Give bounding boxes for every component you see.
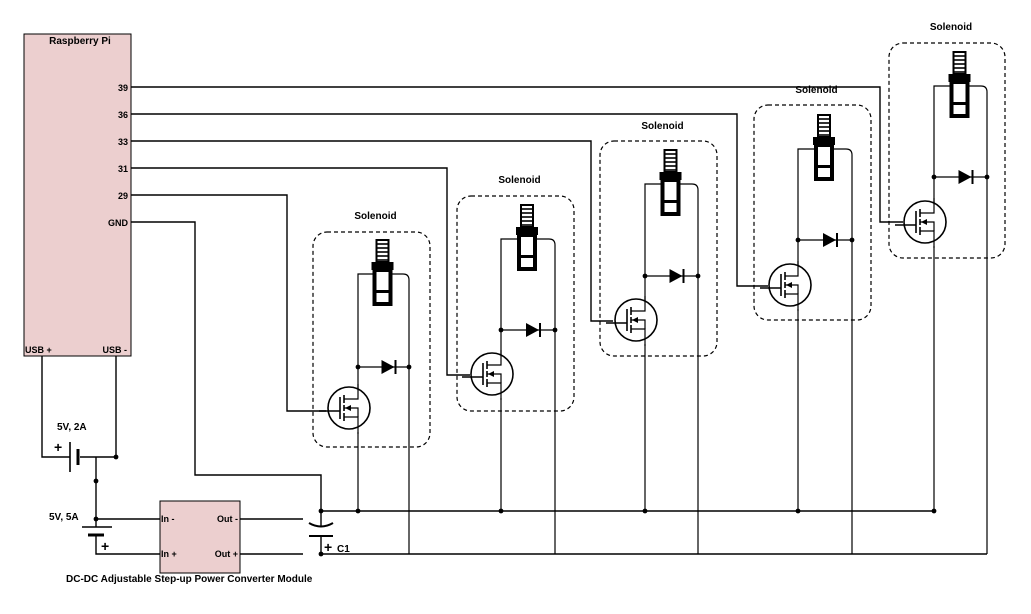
usb-minus-label: USB - xyxy=(103,345,128,355)
capacitor-label: C1 xyxy=(337,544,350,555)
solenoid-icon xyxy=(516,204,538,271)
module-enclosure xyxy=(599,140,718,357)
raspberry-pi-body xyxy=(23,33,132,357)
converter-out-plus: Out + xyxy=(215,549,238,559)
solenoid-module-3: Solenoid xyxy=(599,121,718,554)
solenoid-icon xyxy=(948,51,971,118)
pin-label-39: 39 xyxy=(118,83,128,93)
dc-dc-converter-module: In - In + Out - Out + DC-DC Adjustable S… xyxy=(66,500,313,585)
solenoid-icon xyxy=(371,239,394,306)
solenoid-label: Solenoid xyxy=(498,175,540,186)
battery-icon xyxy=(82,526,112,537)
battery-5v2a-label: 5V, 2A xyxy=(57,422,87,433)
capacitor-icon xyxy=(308,511,334,554)
output-rails xyxy=(240,508,934,557)
converter-out-minus: Out - xyxy=(217,514,238,524)
converter-in-minus: In - xyxy=(161,514,175,524)
usb-plus-label: USB + xyxy=(25,345,52,355)
battery-5v5a-label: 5V, 5A xyxy=(49,512,79,523)
pin-label-33: 33 xyxy=(118,137,128,147)
module-enclosure xyxy=(456,195,575,412)
converter-title: DC-DC Adjustable Step-up Power Converter… xyxy=(66,574,313,585)
battery-icon xyxy=(69,442,80,472)
pin-label-36: 36 xyxy=(118,110,128,120)
mosfet-icon xyxy=(895,198,947,248)
solenoid-module-1: Solenoid xyxy=(312,211,431,554)
battery-5v2a-plus: + xyxy=(54,439,62,455)
mosfet-icon xyxy=(462,350,514,400)
battery-5v5a-plus: + xyxy=(101,538,109,554)
solenoid-label: Solenoid xyxy=(354,211,396,222)
converter-input-circuit: 5V, 5A + xyxy=(49,457,160,555)
converter-in-plus: In + xyxy=(161,549,177,559)
mosfet-icon xyxy=(606,296,658,346)
converter-body xyxy=(159,500,241,574)
diode-icon xyxy=(798,233,852,247)
pin-label-gnd: GND xyxy=(108,218,129,228)
pin-label-31: 31 xyxy=(118,164,128,174)
pin-label-29: 29 xyxy=(118,191,128,201)
gnd-wire xyxy=(131,221,322,511)
module-enclosure xyxy=(753,104,872,321)
usb-power-circuit: 5V, 2A + xyxy=(41,356,119,484)
solenoid-label: Solenoid xyxy=(795,85,837,96)
raspberry-pi-title: Raspberry Pi xyxy=(49,36,111,47)
capacitor-plus: + xyxy=(324,539,332,555)
diode-icon xyxy=(501,323,555,337)
solenoid-label: Solenoid xyxy=(930,22,972,33)
diode-icon xyxy=(934,170,987,184)
signal-wires xyxy=(131,86,903,412)
raspberry-pi-board: Raspberry Pi 39 36 33 31 29 GND USB + US… xyxy=(23,33,132,357)
module-enclosure xyxy=(312,231,431,448)
solenoid-icon xyxy=(659,149,682,216)
solenoid-module-5: Solenoid xyxy=(888,22,1006,554)
mosfet-icon xyxy=(319,384,371,434)
solenoid-module-4: Solenoid xyxy=(753,85,872,554)
diode-icon xyxy=(358,360,409,374)
mosfet-icon xyxy=(760,261,812,311)
solenoid-label: Solenoid xyxy=(641,121,683,132)
module-enclosure xyxy=(888,42,1006,259)
solenoid-icon xyxy=(813,114,835,181)
diode-icon xyxy=(645,269,698,283)
solenoid-module-2: Solenoid xyxy=(456,175,575,554)
